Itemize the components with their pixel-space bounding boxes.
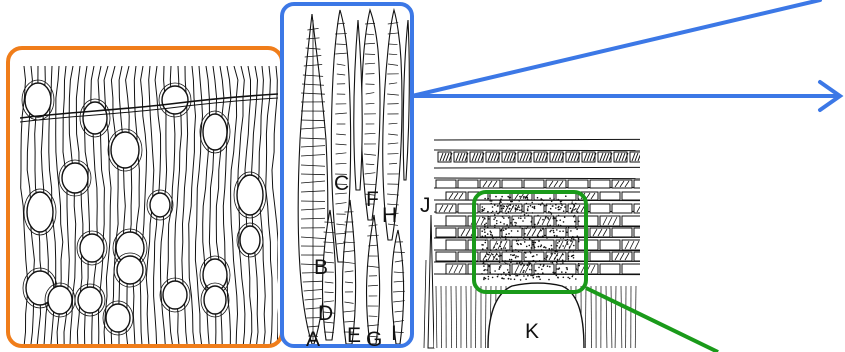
cell-elements-drawing [298, 10, 409, 344]
label-a: A [306, 328, 320, 351]
pit-detail-drawing [434, 136, 654, 348]
label-j: J [420, 194, 431, 217]
label-b: B [314, 256, 328, 279]
vessel-section-drawing [20, 66, 280, 350]
element-j-drawing [428, 215, 434, 348]
connector-arrows [412, 0, 840, 110]
label-f: F [366, 188, 379, 211]
label-g: G [366, 328, 382, 351]
label-e: E [347, 324, 361, 347]
label-c: C [334, 172, 349, 195]
label-h: H [382, 204, 397, 227]
label-k: K [525, 320, 539, 343]
label-i: I [391, 322, 397, 345]
label-d: D [318, 302, 333, 325]
